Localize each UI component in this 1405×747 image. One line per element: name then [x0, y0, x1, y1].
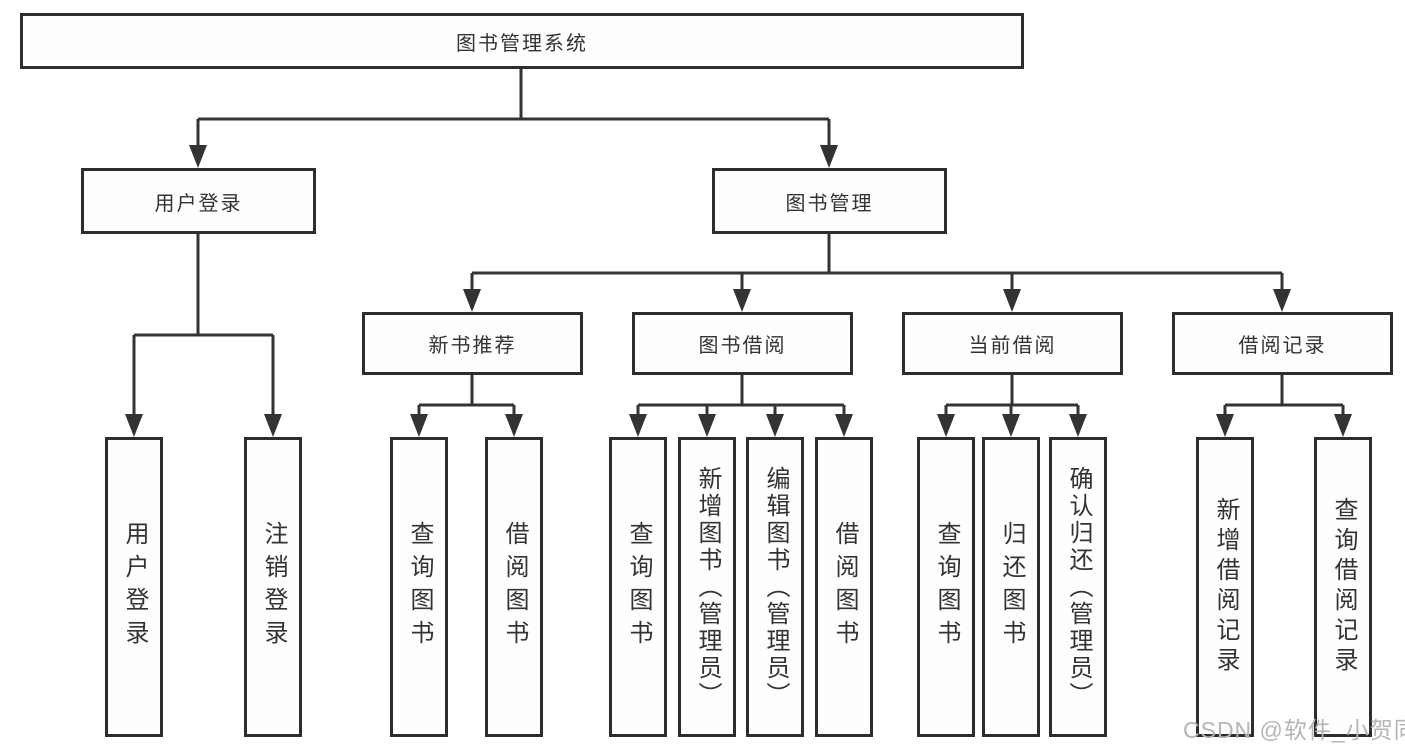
node-book-management: 图书管理 — [712, 168, 947, 234]
leaf-edit-book-admin: 编辑图书（管理员） — [746, 437, 804, 737]
node-book-borrowing: 图书借阅 — [632, 312, 853, 375]
leaf-query-borrow-record: 查询借阅记录 — [1314, 437, 1372, 737]
leaf-query-books-current: 查询图书 — [917, 437, 975, 737]
node-library-system: 图书管理系统 — [20, 13, 1024, 69]
watermark: CSDN @软件_小贺同学 — [1183, 717, 1405, 743]
leaf-user-login: 用户登录 — [105, 437, 163, 737]
leaf-return-books: 归还图书 — [982, 437, 1040, 737]
node-current-borrowing: 当前借阅 — [902, 312, 1123, 375]
leaf-logout: 注销登录 — [244, 437, 302, 737]
node-new-book-recommend: 新书推荐 — [362, 312, 583, 375]
leaf-query-books-borrowing: 查询图书 — [609, 437, 667, 737]
leaf-query-books-recommend: 查询图书 — [390, 437, 448, 737]
leaf-borrow-books-recommend: 借阅图书 — [485, 437, 543, 737]
node-borrowing-records: 借阅记录 — [1172, 312, 1393, 375]
leaf-add-book-admin: 新增图书（管理员） — [678, 437, 736, 737]
node-user-login: 用户登录 — [81, 168, 316, 234]
leaf-add-borrow-record: 新增借阅记录 — [1196, 437, 1254, 737]
leaf-borrow-books-borrowing: 借阅图书 — [815, 437, 873, 737]
leaf-confirm-return-admin: 确认归还（管理员） — [1049, 437, 1107, 737]
